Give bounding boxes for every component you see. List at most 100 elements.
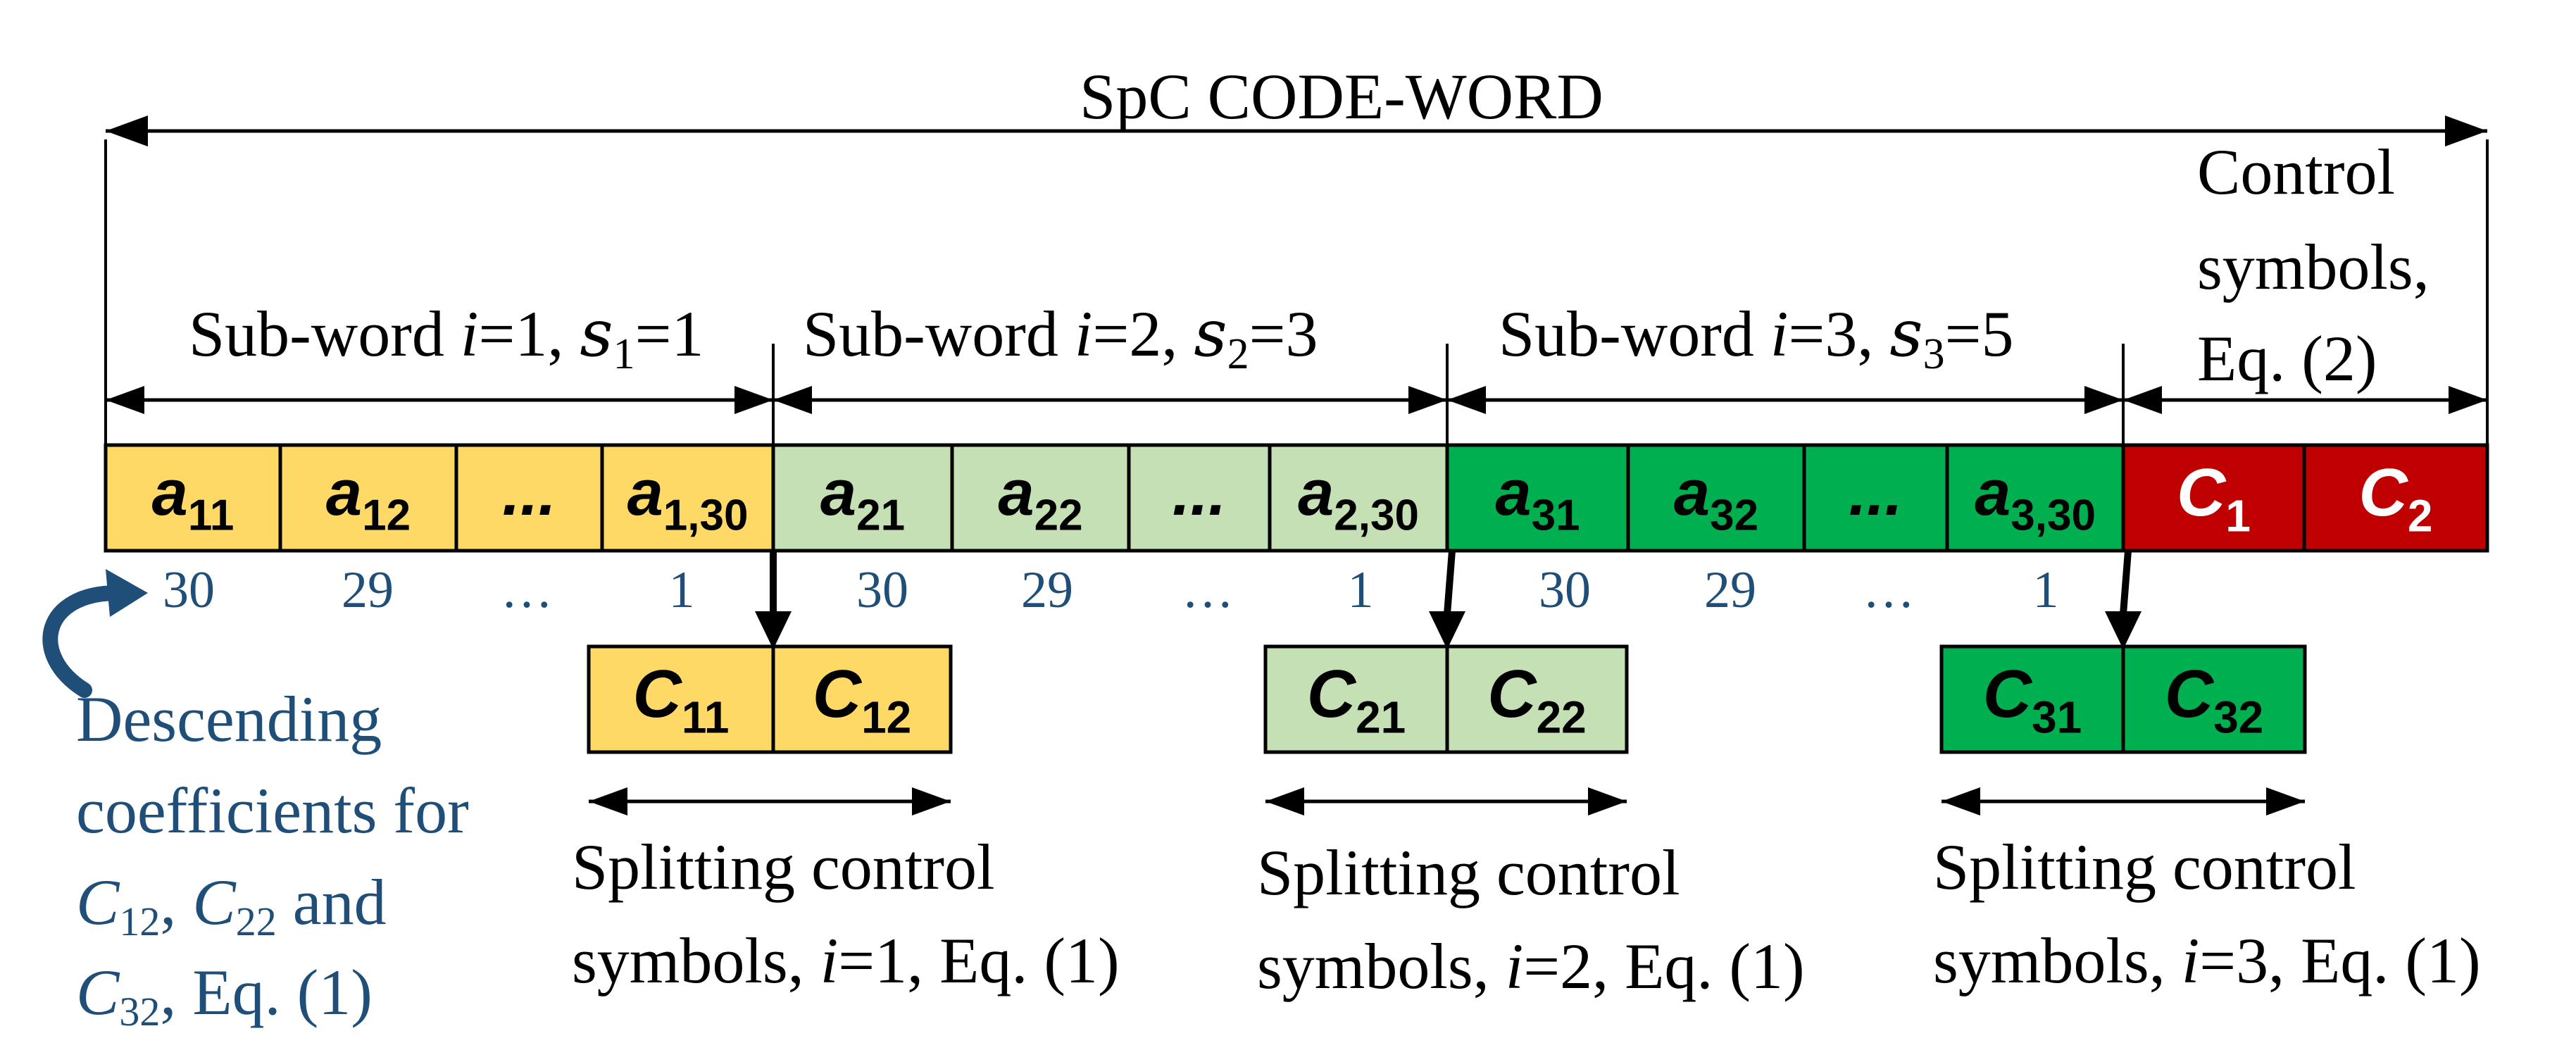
split-cell-1-1-box [587,644,775,754]
split-arrow-3 [2105,611,2142,649]
split-cell-3-2-label: C32 [2165,656,2264,742]
split-label-3-line1: Splitting control [1933,831,2356,903]
cell-a-2-3-label: ... [1173,457,1227,529]
cell-a-1-3-label: ... [502,457,556,529]
split-cell-1-2-box [771,644,953,754]
split-cell-3-2-box [2121,644,2307,754]
cell-a-1-2-label: a12 [326,457,411,540]
cell-a-1-4: a1,30 [600,443,775,553]
split-label-1-line2: symbols, i=1, Eq. (1) [572,925,1120,996]
split-down-arrows [755,550,2142,649]
cell-a-1-2-box [278,443,458,553]
split-cell-1-2-label: C12 [813,656,912,742]
split-cell-2-1-label: C21 [1307,656,1406,742]
cell-a-3-4: a3,30 [1945,443,2125,553]
subword-span-arrowheads [106,386,2487,414]
control-cell-1-box [2121,443,2306,553]
cell-a-2-2-box [950,443,1131,553]
split-label-3-line2: symbols, i=3, Eq. (1) [1933,925,2481,996]
coefficient-1-3: … [501,561,553,619]
split-cell-1-2: C12 [771,644,953,754]
split-cell-3-1-box [1939,644,2125,754]
cell-a-3-3-label: ... [1849,457,1903,529]
codeword-row: a11 a12... a1,30 a21 a22... a2,30 a31 a32... a3,… [104,443,2489,553]
control-cell-2-box [2302,443,2489,553]
codeword-title: SpC CODE-WORD [1080,61,1603,132]
cell-a-3-1-box [1445,443,1630,553]
coefficient-2-3: … [1182,561,1234,619]
coefficient-3-1: 30 [1539,561,1591,619]
splitting-span-arrows [589,787,2305,815]
cell-a-3-4-label: a3,30 [1975,457,2096,540]
note-line1: Descending [76,683,382,755]
control-cell-2: C2 [2302,443,2489,553]
note-line4: C32, Eq. (1) [76,956,373,1035]
cell-a-2-1-box [771,443,954,553]
coefficient-1-4: 1 [669,561,695,619]
control-label-line1: Control [2197,136,2395,208]
codeword-arrowhead-right [2445,115,2487,146]
cell-a-1-3: ... [454,443,604,553]
cell-a-3-1-label: a31 [1495,457,1580,540]
split-cell-2-2: C22 [1445,644,1629,754]
curved-arrow-icon [42,585,127,698]
cell-a-2-1: a21 [771,443,954,553]
cell-a-2-3: ... [1127,443,1272,553]
control-cell-1-label: C1 [2177,455,2251,541]
subword-3-label: Sub-word i=3, s3=5 [1499,296,2013,378]
split-cell-2-1-box [1263,644,1449,754]
split-cell-2-2-box [1445,644,1629,754]
splitting-control-row: C11 C12 C21 C22 C31 C32 [587,644,2307,754]
control-cell-1: C1 [2121,443,2306,553]
coefficient-2-2: 29 [1021,561,1073,619]
cell-a-3-2: a32 [1626,443,1806,553]
coefficient-3-3: … [1863,561,1915,619]
split-cell-1-1-label: C11 [633,656,730,742]
coefficient-row: 30 29 … 1 30 29 … 1 30 29 … 1 [163,561,2059,619]
coefficient-2-1: 30 [856,561,908,619]
split-label-1-line1: Splitting control [572,831,995,903]
coefficient-3-2: 29 [1704,561,1756,619]
split-cell-1-1: C11 [587,644,775,754]
cell-a-2-4-label: a2,30 [1298,457,1419,540]
cell-a-1-4-box [600,443,775,553]
split-arrow-1 [755,611,792,649]
cell-a-2-4-box [1268,443,1449,553]
cell-a-1-4-label: a1,30 [627,457,749,540]
split-cell-2-2-label: C22 [1487,656,1587,742]
cell-a-3-4-box [1945,443,2125,553]
split-cell-2-1: C21 [1263,644,1449,754]
codeword-arrowhead-left [106,115,148,146]
cell-a-2-2-label: a22 [998,457,1082,540]
split-cell-3-1: C31 [1939,644,2125,754]
cell-a-2-4: a2,30 [1268,443,1449,553]
control-label-line2: symbols, [2197,231,2430,303]
split-cell-3-2: C32 [2121,644,2307,754]
split-cell-3-1-label: C31 [1983,656,2082,742]
cell-a-3-1: a31 [1445,443,1630,553]
cell-a-3-2-box [1626,443,1806,553]
cell-a-1-2: a12 [278,443,458,553]
cell-a-3-3: ... [1802,443,1949,553]
subword-2-label: Sub-word i=2, s2=3 [803,296,1318,378]
control-cell-2-label: C2 [2359,455,2433,541]
cell-a-3-3-box [1802,443,1949,553]
split-arrow-2 [1429,611,1465,649]
coefficient-2-4: 1 [1348,561,1374,619]
cell-a-2-3-box [1127,443,1272,553]
cell-a-2-1-label: a21 [820,457,905,540]
coefficient-1-1: 30 [163,561,215,619]
control-label-line3: Eq. (2) [2197,323,2377,394]
subword-1-label: Sub-word i=1, s1=1 [189,296,704,378]
split-label-2-line1: Splitting control [1257,837,1680,908]
cell-a-3-2-label: a32 [1674,457,1758,540]
cell-a-1-1: a11 [104,443,282,553]
coefficient-3-4: 1 [2033,561,2059,619]
note-line3: C12, C22 and [76,866,387,944]
note-line2: coefficients for [76,775,469,846]
cell-a-1-1-label: a11 [152,457,235,540]
curved-arrowhead-icon [106,569,148,617]
coefficient-1-2: 29 [342,561,394,619]
split-label-2-line2: symbols, i=2, Eq. (1) [1257,930,1805,1002]
